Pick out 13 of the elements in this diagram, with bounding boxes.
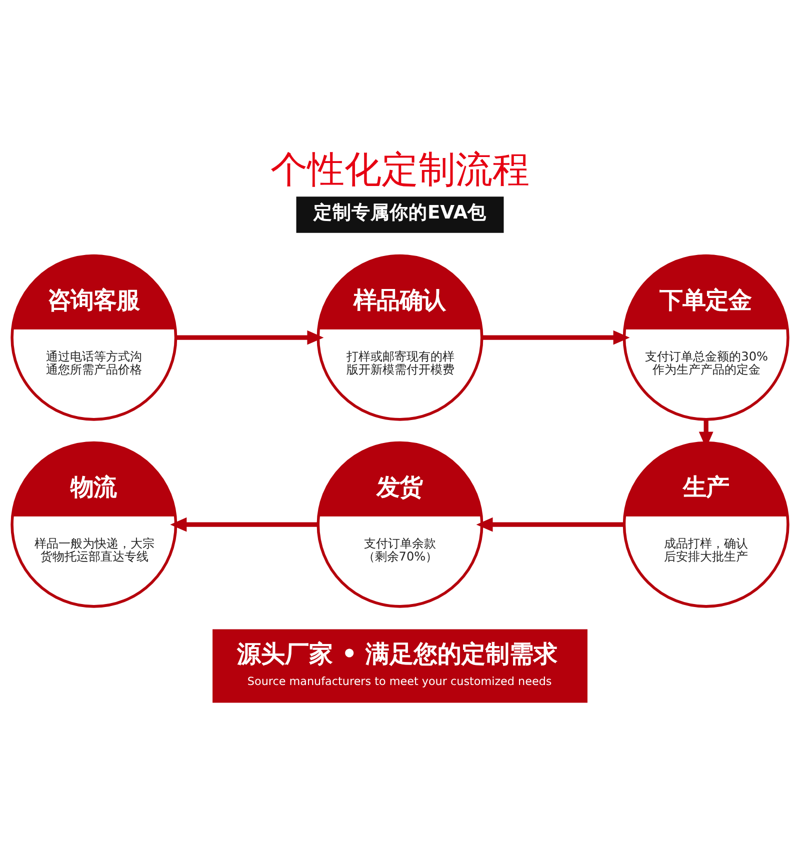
node-box: 源头厂家 • 满足您的定制需求 Source manufacturers to meet your customized needs <box>212 628 588 702</box>
arrow <box>476 516 624 532</box>
node-circle: 发货 支付订单余款（剩余70%） <box>316 440 484 608</box>
node-circle: 咨询客服 通过电话等方式沟通您所需产品价格 <box>10 254 178 420</box>
arrow <box>482 330 630 344</box>
node-circle: 物流 样品一般为快递，大宗货物托运部直达专线 <box>10 440 178 608</box>
arrow <box>170 516 318 532</box>
node-circle: 生产 成品打样，确认后安排大批生产 <box>622 440 790 608</box>
arrow <box>176 330 324 344</box>
node-circle: 样品确认 打样或邮寄现有的样版开新模需付开模费 <box>316 254 484 420</box>
node-box: 定制专属你的EVA包 <box>296 196 504 232</box>
diagram-title: 个性化定制流程 <box>270 146 530 191</box>
node-circle: 下单定金 支付订单总金额的30%作为生产产品的定金 <box>622 254 790 420</box>
